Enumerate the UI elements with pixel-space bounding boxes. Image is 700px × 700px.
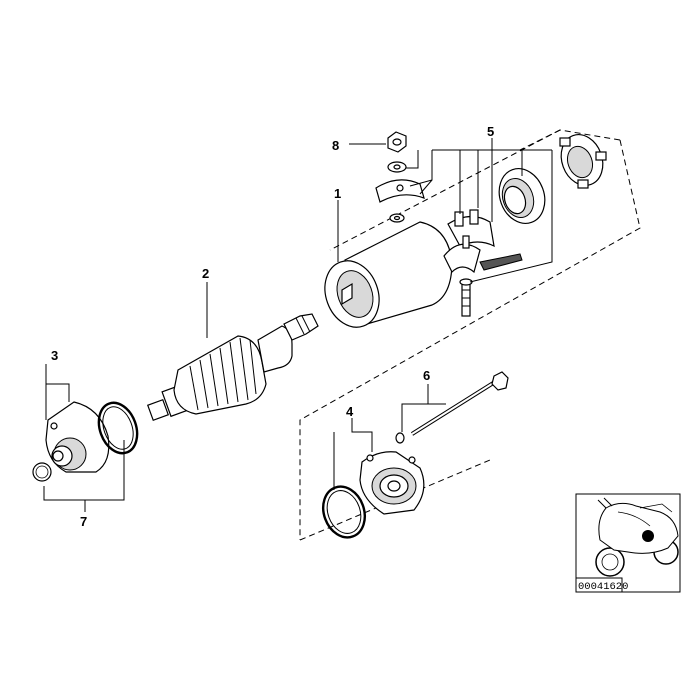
reference-number: 00041620	[578, 581, 628, 593]
part-6-washer	[395, 432, 405, 444]
part-1-housing	[324, 221, 453, 328]
part-5-end-cap	[559, 134, 607, 189]
callout-2: 2	[202, 266, 209, 281]
part-8-nut-washer-set	[387, 131, 407, 223]
motorcycle-silhouette-icon	[595, 497, 679, 577]
part-5-screw	[459, 278, 473, 317]
callout-3: 3	[51, 348, 58, 363]
assembly-dashed-lines	[299, 129, 641, 541]
part-7-o-ring-large	[97, 401, 139, 455]
callout-5: 5	[487, 124, 494, 139]
part-5-brush-holder	[443, 209, 523, 274]
location-inset: 00041620	[575, 493, 681, 593]
part-7-seal-ring-small	[32, 462, 52, 482]
location-marker	[642, 530, 654, 542]
part-4-o-ring	[322, 485, 366, 539]
callout-8: 8	[332, 138, 339, 153]
callout-6: 6	[423, 368, 430, 383]
callout-leaders	[43, 138, 553, 512]
part-3-end-cover	[45, 401, 110, 473]
part-2-armature	[146, 313, 319, 422]
part-5-bushing-ring	[498, 168, 546, 224]
part-4-drive-housing	[359, 451, 425, 515]
armature-windings	[189, 337, 257, 411]
callout-1: 1	[334, 186, 341, 201]
callout-4: 4	[346, 404, 354, 419]
part-6-through-bolt	[410, 371, 509, 436]
callout-7: 7	[80, 514, 87, 529]
